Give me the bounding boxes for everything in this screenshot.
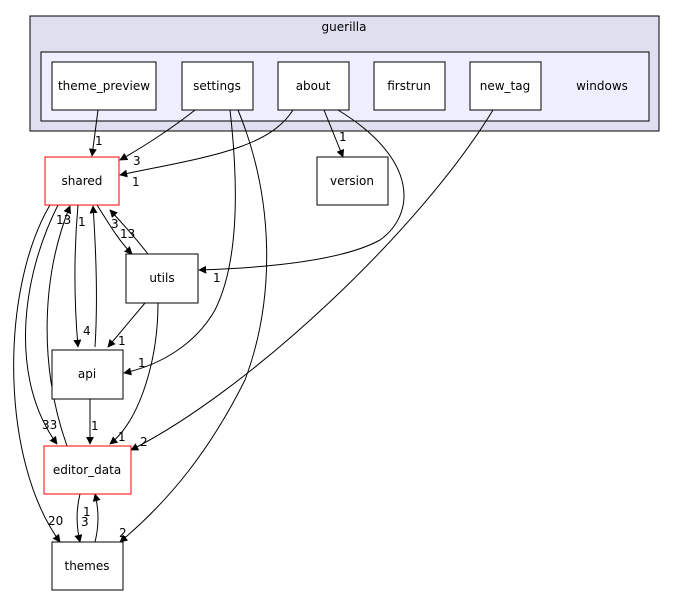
edge-label-shared-editor-data[interactable]: 33	[42, 418, 57, 432]
node-about-label: about	[296, 79, 331, 93]
edge-label-editor-data-themes[interactable]: 3	[81, 515, 89, 529]
edge-label-api-shared[interactable]: 1	[78, 215, 86, 229]
node-firstrun[interactable]: firstrun	[373, 61, 446, 111]
edge-shared-editor-data	[24, 204, 59, 445]
node-shared-box	[44, 156, 120, 206]
node-api-label: api	[78, 367, 96, 381]
edge-new-tag-editor-data	[130, 109, 494, 451]
node-api[interactable]: api	[51, 349, 124, 400]
edge-shared-utils	[96, 204, 133, 255]
node-settings-label: settings	[193, 79, 241, 93]
edge-utils-editor-data	[109, 302, 159, 445]
node-theme-preview-label: theme_preview	[58, 79, 150, 93]
node-settings-box	[181, 61, 254, 111]
node-utils[interactable]: utils	[125, 253, 199, 304]
cluster-guerilla-title: guerilla	[322, 20, 367, 34]
edge-about-utils	[198, 109, 405, 274]
edge-settings-api	[123, 109, 236, 376]
node-themes-label: themes	[64, 559, 109, 573]
node-themes-box	[51, 541, 124, 591]
edge-label-settings-api[interactable]: 1	[138, 356, 146, 370]
node-editor-data[interactable]: editor_data	[43, 445, 132, 495]
node-about-box	[277, 61, 350, 111]
edge-api-shared	[89, 205, 98, 348]
node-version-box	[316, 156, 389, 206]
node-new-tag[interactable]: new_tag	[469, 61, 542, 111]
node-utils-label: utils	[149, 271, 174, 285]
node-themes[interactable]: themes	[51, 541, 124, 591]
node-editor-data-label: editor_data	[53, 463, 121, 477]
edge-label-new-tag-editor-data[interactable]: 2	[140, 435, 148, 449]
edge-shared-themes	[13, 204, 61, 543]
edge-label-settings-themes[interactable]: 2	[119, 526, 127, 540]
node-about[interactable]: about	[277, 61, 350, 111]
edge-label-utils-editor-data[interactable]: 1	[118, 430, 126, 444]
edge-label-about-version[interactable]: 1	[339, 130, 347, 144]
node-new-tag-box	[469, 61, 542, 111]
cluster-windows-title: windows	[576, 79, 628, 93]
nodes: theme_preview settings about firstrun ne…	[43, 61, 542, 591]
edge-label-themes-editor-data[interactable]: 1	[83, 505, 91, 519]
node-version[interactable]: version	[316, 156, 389, 206]
edge-label-shared-api[interactable]: 4	[83, 324, 91, 338]
node-utils-box	[125, 253, 199, 304]
edge-label-about-shared[interactable]: 1	[132, 175, 140, 189]
edge-editor-data-themes	[74, 493, 83, 543]
edge-label-utils-shared[interactable]: 3	[111, 217, 119, 231]
node-settings[interactable]: settings	[181, 61, 254, 111]
edge-about-shared	[119, 109, 294, 178]
edge-shared-api	[73, 204, 82, 348]
edge-editor-data-shared	[46, 205, 72, 447]
edge-about-version	[323, 109, 345, 158]
edge-label-api-editor-data[interactable]: 1	[91, 419, 99, 433]
node-firstrun-label: firstrun	[387, 79, 431, 93]
node-version-label: version	[330, 174, 374, 188]
edges	[13, 109, 494, 543]
node-editor-data-box	[43, 445, 132, 495]
edge-settings-themes	[119, 109, 268, 543]
edge-label-settings-shared[interactable]: 3	[133, 154, 141, 168]
node-shared-label: shared	[62, 174, 103, 188]
edge-label-shared-utils[interactable]: 13	[120, 227, 135, 241]
edge-label-shared-themes[interactable]: 20	[48, 514, 63, 528]
node-api-box	[51, 349, 124, 400]
edge-settings-shared	[119, 109, 196, 161]
edge-label-about-utils[interactable]: 1	[213, 271, 221, 285]
edge-themes-editor-data	[92, 493, 101, 543]
edge-labels: 1 3 1 1 1 2 13 3 4 1 33 13 20 1 1 1 1 2 …	[42, 130, 347, 540]
node-theme-preview[interactable]: theme_preview	[51, 61, 157, 111]
node-theme-preview-box	[51, 61, 157, 111]
node-new-tag-label: new_tag	[480, 79, 530, 93]
edge-utils-shared	[109, 209, 149, 255]
edge-utils-api	[107, 302, 146, 348]
edge-label-utils-api[interactable]: 1	[118, 334, 126, 348]
node-firstrun-box	[373, 61, 446, 111]
edge-label-theme-preview-shared[interactable]: 1	[95, 134, 103, 148]
node-shared[interactable]: shared	[44, 156, 120, 206]
edge-theme-preview-shared	[88, 109, 99, 157]
edge-label-editor-data-shared[interactable]: 13	[56, 213, 71, 227]
